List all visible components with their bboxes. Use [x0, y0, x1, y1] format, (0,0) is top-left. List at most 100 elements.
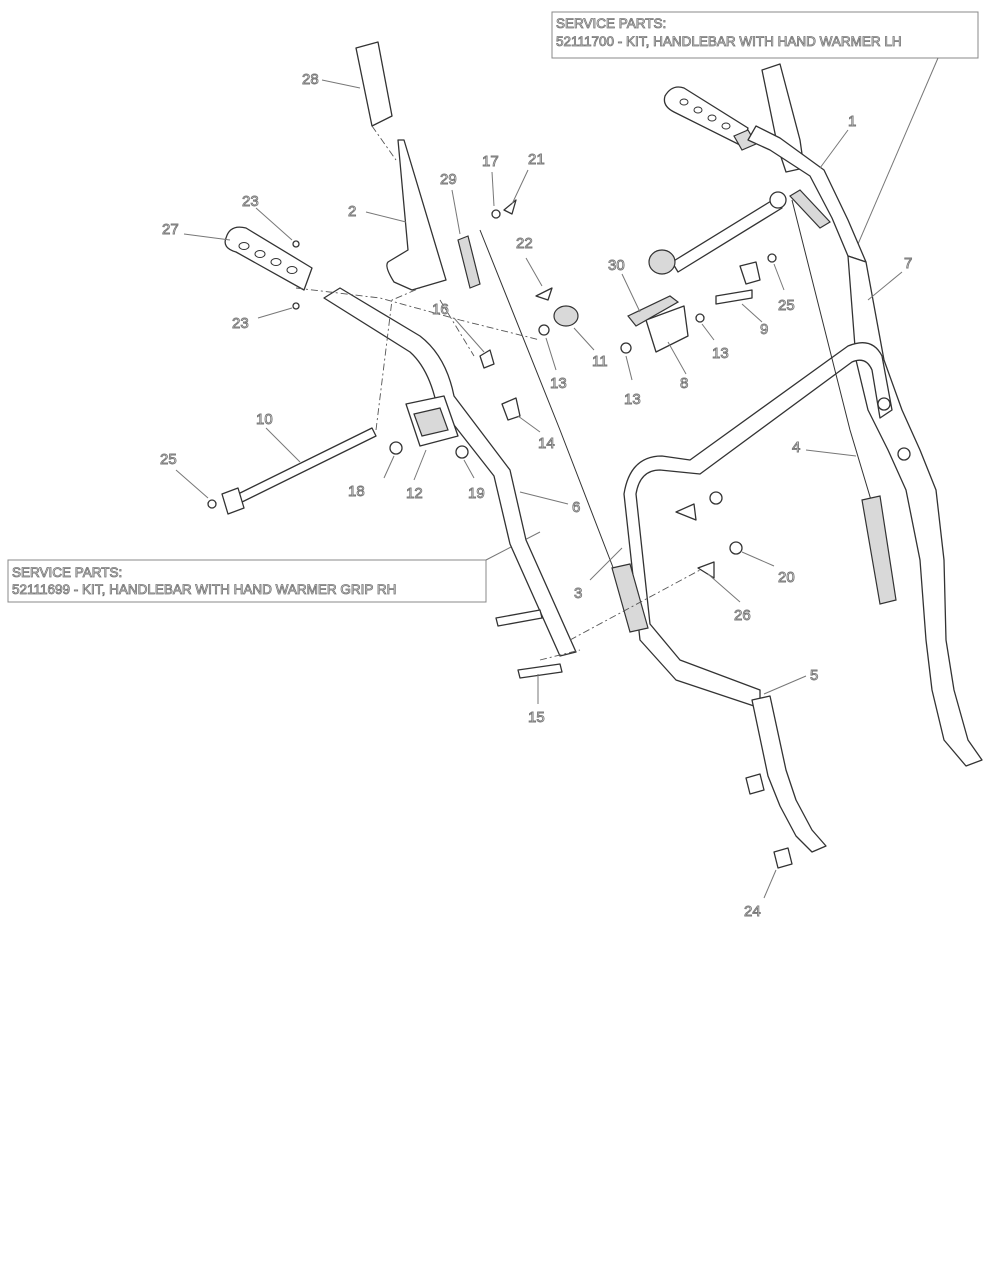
callout-1: 1 — [819, 113, 857, 169]
callout-17: 17 — [482, 153, 499, 207]
lower-handle-loop — [623, 342, 893, 709]
callout-25b: 25 — [773, 263, 795, 314]
screw-part-23-b — [292, 302, 300, 310]
callout-label-18: 18 — [348, 483, 365, 500]
callout-25a: 25 — [160, 451, 209, 499]
washer-lower-loop — [675, 503, 697, 521]
assembly-line-1 — [371, 125, 397, 161]
callout-label-23b: 23 — [232, 315, 249, 332]
hand-warmer-grip-left — [224, 226, 313, 291]
callout-18: 18 — [348, 455, 395, 500]
washer-part-17 — [491, 209, 501, 219]
spring-upper-right — [789, 189, 831, 229]
assembly-line-2 — [295, 287, 541, 341]
callout-label-10: 10 — [256, 411, 273, 428]
bolt-part-26 — [697, 561, 715, 579]
pin-part-14 — [501, 397, 521, 421]
callout-label-9: 9 — [760, 321, 768, 338]
callout-13b: 13 — [701, 323, 729, 362]
cable-part-3 — [479, 229, 615, 571]
cotter-part-21 — [503, 199, 517, 215]
callout-15: 15 — [528, 674, 545, 726]
callout-26: 26 — [707, 573, 751, 624]
callout-label-8: 8 — [680, 375, 688, 392]
nut-part-18 — [389, 441, 403, 455]
callout-label-3: 3 — [574, 585, 582, 602]
callout-label-14: 14 — [538, 435, 555, 452]
callout-16: 16 — [432, 301, 485, 353]
callout-label-30: 30 — [608, 257, 625, 274]
service-parts-rh-kit: 52111699 - KIT, HANDLEBAR WITH HAND WARM… — [12, 582, 396, 597]
bolt-right-2 — [897, 447, 911, 461]
screw-part-23-a — [292, 240, 300, 248]
callout-12: 12 — [406, 449, 427, 502]
callout-23b: 23 — [232, 307, 293, 332]
callout-13a: 13 — [545, 337, 567, 392]
spring-part-29 — [457, 235, 481, 289]
callout-label-13c: 13 — [624, 391, 641, 408]
callout-14: 14 — [517, 415, 555, 452]
callout-label-20: 20 — [778, 569, 795, 586]
nut-lower-loop — [709, 491, 723, 505]
callout-label-6: 6 — [572, 499, 580, 516]
callout-label-23a: 23 — [242, 193, 259, 210]
bracket-part-8 — [627, 295, 689, 353]
service-parts-box-lh: SERVICE PARTS: 52111700 - KIT, HANDLEBAR… — [551, 11, 979, 59]
callout-label-5: 5 — [810, 667, 818, 684]
bracket-pin — [739, 261, 761, 285]
nut-part-19 — [455, 445, 469, 459]
assembly-line-5 — [569, 569, 701, 641]
callout-label-17: 17 — [482, 153, 499, 170]
clip-part-22 — [535, 287, 553, 301]
callout-22: 22 — [516, 235, 543, 287]
lower-handlebar-bracket — [751, 695, 827, 853]
upper-handle-tube-right — [747, 125, 867, 263]
callout-10: 10 — [256, 411, 301, 463]
callout-label-29: 29 — [440, 171, 457, 188]
bolt-right-1 — [877, 397, 891, 411]
callout-6: 6 — [519, 491, 581, 516]
nut-part-13-b — [695, 313, 705, 323]
service-parts-lh-title: SERVICE PARTS: — [556, 16, 666, 31]
assembly-line-3 — [375, 287, 421, 431]
nut-part-13-c — [620, 342, 632, 354]
pin-part-16 — [479, 349, 495, 369]
callout-label-13a: 13 — [550, 375, 567, 392]
callout-9: 9 — [741, 303, 769, 338]
callout-5: 5 — [763, 667, 819, 695]
callout-label-1: 1 — [848, 113, 856, 130]
cable-right — [791, 199, 881, 531]
bolt-part-15-b — [517, 663, 563, 679]
service-parts-box-rh: SERVICE PARTS: 52111699 - KIT, HANDLEBAR… — [7, 559, 487, 603]
bolt-part-24 — [773, 847, 793, 869]
callout-27: 27 — [162, 221, 231, 241]
callout-label-22: 22 — [516, 235, 533, 252]
callout-23a: 23 — [242, 193, 293, 241]
handlebar-tube-left — [323, 287, 577, 657]
service-lh-leader — [851, 57, 939, 259]
callout-label-15: 15 — [528, 709, 545, 726]
callout-label-2: 2 — [348, 203, 356, 220]
nut-part-20 — [729, 541, 743, 555]
control-bracket-part-12 — [405, 395, 459, 447]
callout-28: 28 — [302, 71, 361, 89]
pin-part-9 — [715, 289, 753, 305]
callout-24: 24 — [744, 869, 777, 920]
callout-11: 11 — [573, 327, 608, 370]
callout-label-16: 16 — [432, 301, 449, 318]
callout-21: 21 — [511, 151, 545, 205]
lever-rod-right — [648, 191, 787, 275]
bolt-lower-1 — [745, 773, 765, 795]
callout-label-4: 4 — [792, 439, 800, 456]
callout-label-24: 24 — [744, 903, 761, 920]
assembly-line-4 — [439, 299, 475, 357]
callout-label-11: 11 — [592, 353, 608, 370]
callout-label-25b: 25 — [778, 297, 795, 314]
callout-label-28: 28 — [302, 71, 319, 88]
callout-label-12: 12 — [406, 485, 423, 502]
panel-part-2 — [386, 139, 447, 291]
callout-label-26: 26 — [734, 607, 751, 624]
callout-30: 30 — [608, 257, 641, 313]
callout-19: 19 — [463, 459, 485, 502]
spring-right — [861, 495, 897, 605]
